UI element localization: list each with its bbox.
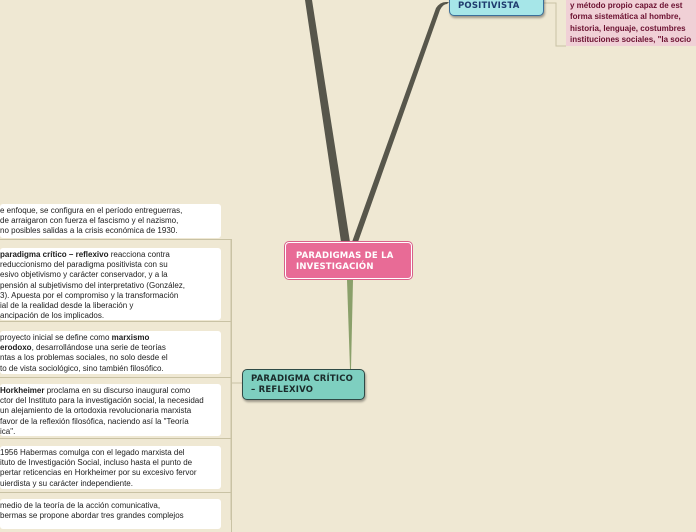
leaf-line: ntas a los problemas sociales, no solo d… xyxy=(0,353,168,363)
note-line: historia, lenguaje, costumbres xyxy=(570,23,686,33)
leaf-line: ica". xyxy=(0,426,16,436)
leaf-line: ituto de Investigación Social, incluso h… xyxy=(0,458,193,468)
branch-label: POSITIVISTA xyxy=(458,1,520,11)
leaf-line: 1956 Habermas comulga con el legado marx… xyxy=(0,448,185,457)
leaf-line: medio de la teoría de la acción comunica… xyxy=(0,501,161,510)
leaf-line: de arraigaron con fuerza el fascismo y e… xyxy=(0,216,179,226)
leaf-frame xyxy=(0,239,232,322)
leaf-line: e enfoque, se configura en el período en… xyxy=(0,206,183,215)
leaf-note-accion-comunicativa[interactable]: medio de la teoría de la acción comunica… xyxy=(0,499,221,529)
leaf-bold: paradigma crítico – reflexivo xyxy=(0,250,109,259)
note-line: y método propio capaz de est xyxy=(570,1,683,10)
leaf-line: reduccionismo del paradigma positivista … xyxy=(0,260,168,270)
leaf-note-marxismo[interactable]: proyecto inicial se define como marxismo… xyxy=(0,331,221,374)
leaf-frame xyxy=(0,492,232,532)
leaf-line: pensión al subjetivismo del interpretati… xyxy=(0,280,185,290)
leaf-line: no posibles salidas a la crisis económic… xyxy=(0,226,178,236)
leaf-line: pertar reticencias en Horkheimer por su … xyxy=(0,468,197,478)
leaf-line: favor de la reflexión filosófica, nacien… xyxy=(0,416,189,426)
note-line: instituciones sociales, "la socio xyxy=(570,34,692,44)
root-node-paradigmas[interactable]: PARADIGMAS DE LA INVESTIGACIÓN xyxy=(285,242,412,279)
leaf-frame xyxy=(0,438,232,493)
leaf-line: ial de la realidad desde la liberación y xyxy=(0,301,134,311)
leaf-note-entreguerras[interactable]: e enfoque, se configura en el período en… xyxy=(0,204,221,238)
branch-label: PARADIGMA CRÍTICO – REFLEXIVO xyxy=(251,374,354,395)
leaf-note-horkheimer[interactable]: Horkheimer proclama en su discurso inaug… xyxy=(0,384,221,436)
leaf-line: 3). Apuesta por el compromiso y la trans… xyxy=(0,290,179,300)
leaf-frame xyxy=(0,377,232,439)
positivista-note[interactable]: y método propio capaz de est forma siste… xyxy=(566,0,696,46)
leaf-frame xyxy=(0,321,232,378)
leaf-line: proyecto inicial se define como marxismo xyxy=(0,333,150,342)
branch-node-positivista[interactable]: POSITIVISTA xyxy=(449,0,544,16)
leaf-line: un alejamiento de la ortodoxia revolucio… xyxy=(0,406,192,416)
leaf-note-reacciona[interactable]: paradigma crítico – reflexivo reacciona … xyxy=(0,248,221,320)
root-node-label: PARADIGMAS DE LA INVESTIGACIÓN xyxy=(296,251,394,272)
leaf-line: proclama en su discurso inaugural como xyxy=(44,386,191,395)
leaf-line: ctor del Instituto para la investigación… xyxy=(0,396,204,406)
leaf-line: to de vista sociológico, sino también fi… xyxy=(0,363,164,373)
leaf-line: ancipación de los implicados. xyxy=(0,311,105,321)
note-line: forma sistemática al hombre, xyxy=(570,12,681,22)
leaf-line: erodoxo, desarrollándose una serie de te… xyxy=(0,343,166,353)
leaf-bold: Horkheimer xyxy=(0,386,45,395)
leaf-line: esivo objetivismo y carácter conservador… xyxy=(0,270,168,280)
leaf-line: bermas se propone abordar tres grandes c… xyxy=(0,511,184,521)
leaf-line: uierdista y su carácter independiente. xyxy=(0,478,133,488)
leaf-note-habermas[interactable]: 1956 Habermas comulga con el legado marx… xyxy=(0,446,221,489)
leaf-line: reacciona contra xyxy=(108,250,170,259)
branch-node-critico-reflexivo[interactable]: PARADIGMA CRÍTICO – REFLEXIVO xyxy=(242,369,365,400)
